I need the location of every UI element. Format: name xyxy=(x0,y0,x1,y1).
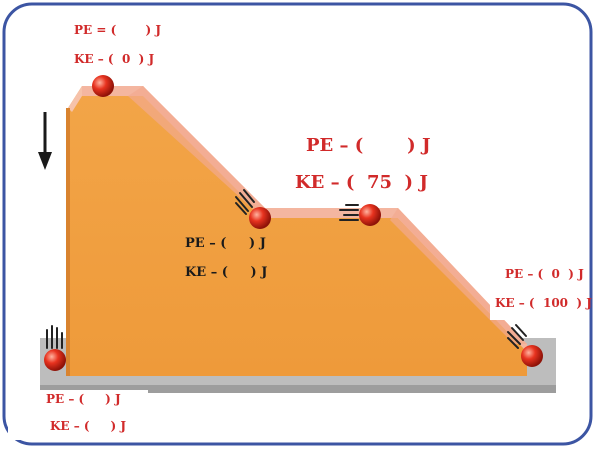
lower-middle-ke-label: KE – ( ) J xyxy=(185,266,267,279)
right-pe-label: PE – ( 0 ) J xyxy=(505,268,584,280)
top-left-ke-label: KE – ( 0 ) J xyxy=(74,53,154,65)
right-ke-label: KE – ( 100 ) J xyxy=(495,297,592,309)
ramp-left-edge xyxy=(66,108,70,376)
bottom-left-pe-label: PE – ( ) J xyxy=(46,393,121,405)
red-ball-icon xyxy=(92,75,114,97)
lower-middle-pe-label: PE – ( ) J xyxy=(185,237,266,250)
upper-middle-pe-label: PE – ( ) J xyxy=(306,137,430,155)
bottom-left-ke-label: KE – ( ) J xyxy=(50,420,126,432)
red-ball-icon xyxy=(44,349,66,371)
top-left-pe-label: PE = ( ) J xyxy=(74,24,161,36)
red-ball-icon xyxy=(249,207,271,229)
red-ball-icon xyxy=(359,204,381,226)
upper-middle-ke-label: KE – ( 75 ) J xyxy=(295,174,428,192)
red-ball-icon xyxy=(521,345,543,367)
